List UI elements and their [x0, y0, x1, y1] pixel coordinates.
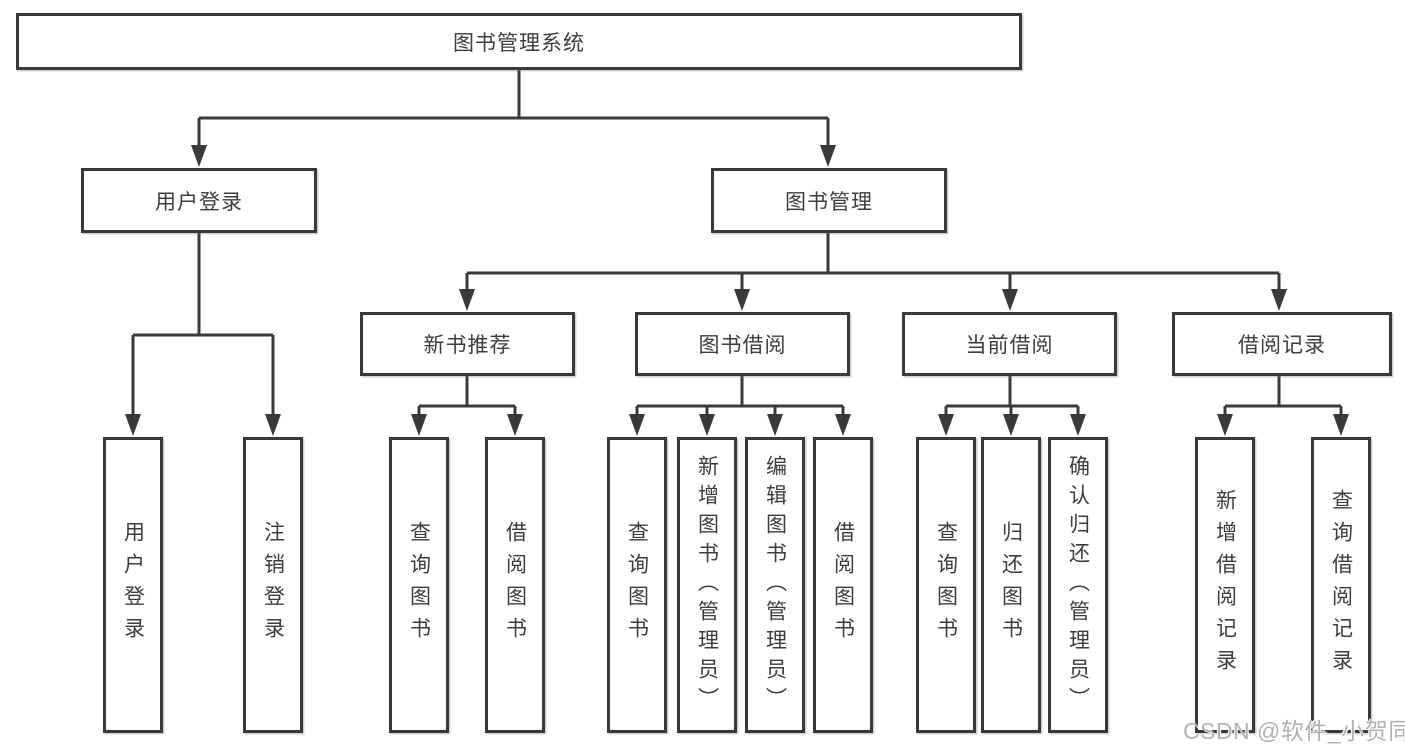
- node-book-management: 图书管理: [711, 168, 947, 233]
- csdn-watermark: CSDN @软件_小贺同学: [1183, 718, 1405, 744]
- node-library-management-system: 图书管理系统: [16, 13, 1022, 70]
- leaf-label: 确认归还（管理员）: [1066, 454, 1090, 716]
- leaf-label: 新增图书（管理员）: [695, 454, 719, 716]
- leaf-label: 归还图书: [999, 521, 1023, 649]
- leaf-add-book-admin: 新增图书（管理员）: [677, 437, 737, 733]
- leaf-label: 新增借阅记录: [1213, 489, 1237, 681]
- leaf-query-books-current: 查询图书: [916, 437, 976, 733]
- leaf-label: 查询借阅记录: [1329, 489, 1353, 681]
- leaf-label: 查询图书: [625, 521, 649, 649]
- leaf-label: 查询图书: [934, 521, 958, 649]
- node-borrowing-records: 借阅记录: [1172, 312, 1392, 376]
- leaf-return-book: 归还图书: [981, 437, 1041, 733]
- leaf-label: 查询图书: [407, 521, 431, 649]
- node-new-book-recommendation: 新书推荐: [360, 312, 575, 376]
- leaf-label: 借阅图书: [831, 521, 855, 649]
- leaf-query-borrow-record: 查询借阅记录: [1311, 437, 1371, 733]
- leaf-confirm-return-admin: 确认归还（管理员）: [1048, 437, 1108, 733]
- leaf-add-borrow-record: 新增借阅记录: [1195, 437, 1255, 733]
- node-book-borrowing: 图书借阅: [635, 312, 850, 376]
- leaf-label: 用户登录: [121, 521, 145, 649]
- leaf-query-books-borrowing: 查询图书: [607, 437, 667, 733]
- leaf-label: 注销登录: [261, 521, 285, 649]
- leaf-label: 借阅图书: [503, 521, 527, 649]
- node-user-login: 用户登录: [81, 168, 317, 233]
- node-current-borrowing: 当前借阅: [902, 312, 1117, 376]
- leaf-label: 编辑图书（管理员）: [763, 454, 787, 716]
- leaf-user-login: 用户登录: [103, 437, 163, 733]
- leaf-edit-book-admin: 编辑图书（管理员）: [745, 437, 805, 733]
- leaf-query-books-recommend: 查询图书: [389, 437, 449, 733]
- leaf-logout: 注销登录: [243, 437, 303, 733]
- leaf-borrow-books-borrowing: 借阅图书: [813, 437, 873, 733]
- leaf-borrow-books-recommend: 借阅图书: [485, 437, 545, 733]
